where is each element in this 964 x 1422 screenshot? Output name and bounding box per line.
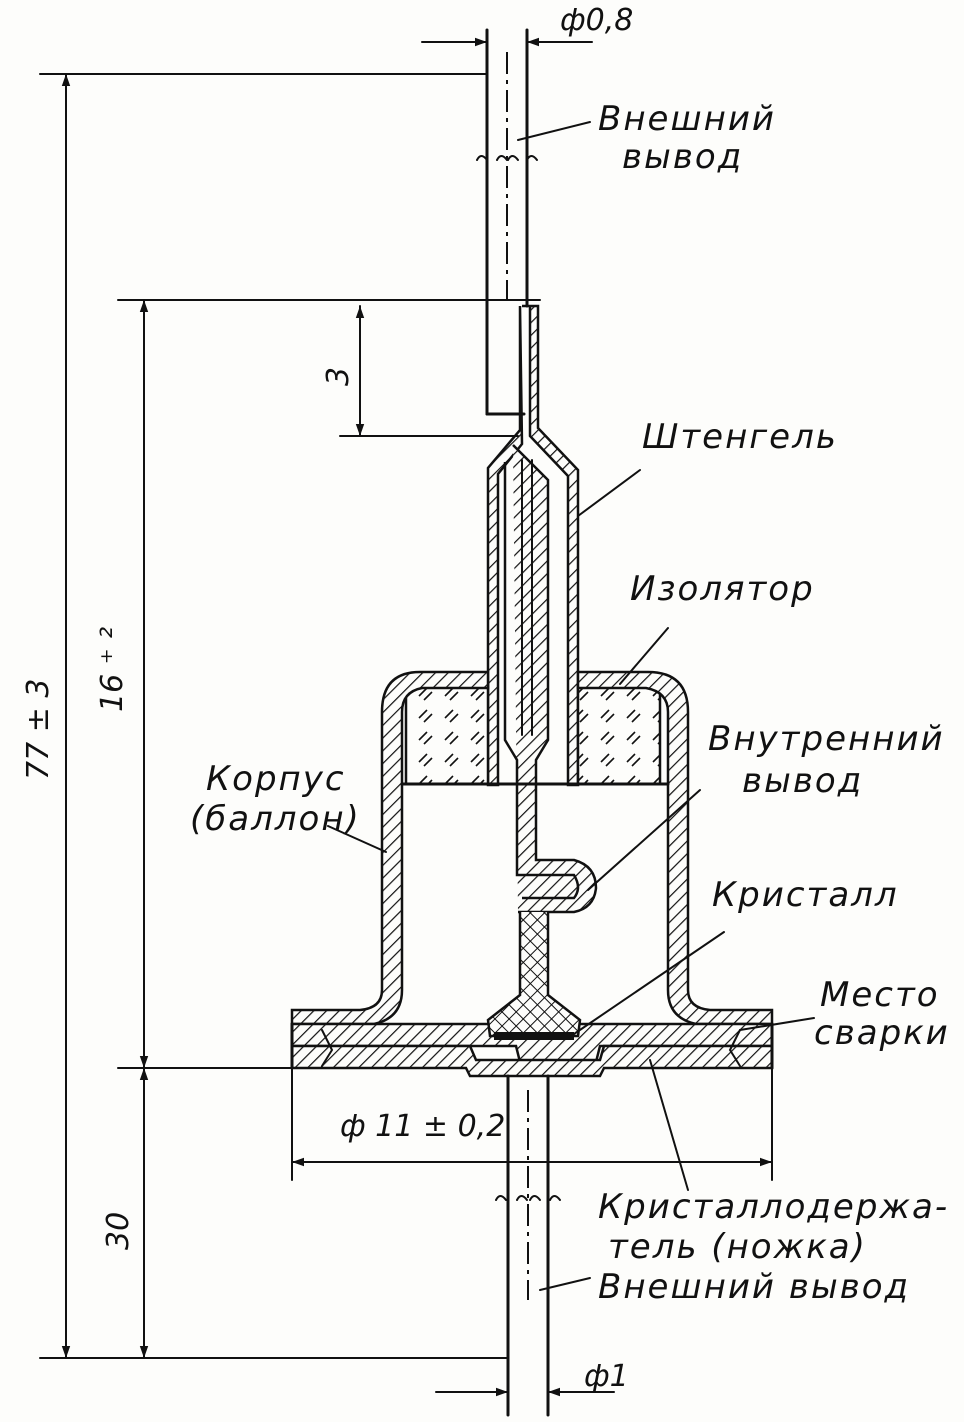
leader-lines — [327, 121, 815, 1291]
dimension-lines — [39, 37, 773, 1397]
crystal-holder — [290, 1022, 774, 1078]
label-weld-spot-1: Место — [820, 975, 940, 1015]
dim-lower-lead-length: 30 — [101, 1212, 136, 1250]
dim-lead-top-diameter: ф0,8 — [560, 3, 633, 38]
label-crystal-holder-1: Кристаллодержа- — [598, 1187, 949, 1227]
housing-body — [290, 670, 774, 1026]
label-outer-lead-bottom: Внешний вывод — [598, 1267, 910, 1307]
label-stem-tube: Штенгель — [642, 417, 838, 457]
label-housing-2: (баллон) — [190, 799, 361, 839]
upper-outer-lead — [476, 28, 538, 416]
dim-lead-bottom-diameter: ф1 — [584, 1359, 629, 1394]
insulator-right — [576, 682, 662, 786]
label-inner-lead-2: вывод — [742, 761, 863, 801]
insulator-left — [404, 682, 490, 786]
label-crystal: Кристалл — [712, 875, 899, 915]
lower-outer-lead — [495, 1074, 561, 1417]
label-insulator: Изолятор — [630, 569, 815, 609]
label-outer-lead-top-2: вывод — [622, 137, 743, 177]
dim-overall-length: 77 ± 3 — [21, 679, 56, 780]
label-weld-spot-2: сварки — [814, 1013, 950, 1053]
crystal-pedestal — [486, 912, 582, 1040]
dim-body-height: 16 ⁺ ² — [95, 627, 130, 712]
label-inner-lead-1: Внутренний — [708, 719, 945, 759]
label-housing-1: Корпус — [206, 759, 346, 799]
label-crystal-holder-2: тель (ножка) — [608, 1227, 867, 1267]
dim-lead-overlap: 3 — [321, 367, 356, 386]
label-outer-lead-top-1: Внешний — [598, 99, 776, 139]
crystal — [494, 1032, 574, 1040]
dim-flange-diameter: ф 11 ± 0,2 — [340, 1109, 505, 1144]
